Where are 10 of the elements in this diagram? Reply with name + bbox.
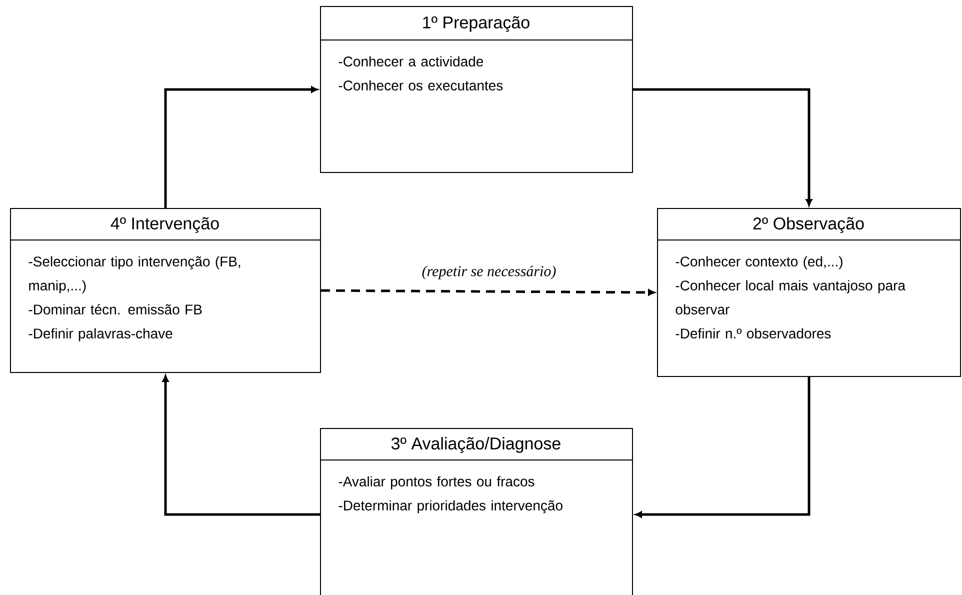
arrow	[635, 377, 810, 518]
arrow	[164, 86, 318, 208]
process-box: 3º Avaliação/Diagnose -Avaliar pontos fortes ou fracos -Determinar prioridades intervenção	[320, 428, 633, 595]
arrow	[633, 88, 812, 206]
process-box: 2º Observação -Conhecer contexto (ed,...) -Conhecer local mais vantajoso para observar -Definir n.º observadores	[656, 208, 961, 377]
process-box: 1º Preparação -Conhecer a actividade -Conhecer os executantes	[320, 6, 633, 173]
process-box: 4º Intervenção -Seleccionar tipo intervenção (FB, manip,...) -Dominar técn. emissão FB -Definir palavras-chave	[10, 208, 321, 373]
edge-label: (repetir se necessário)	[420, 264, 558, 282]
arrow	[321, 289, 655, 296]
arrow	[162, 375, 320, 516]
